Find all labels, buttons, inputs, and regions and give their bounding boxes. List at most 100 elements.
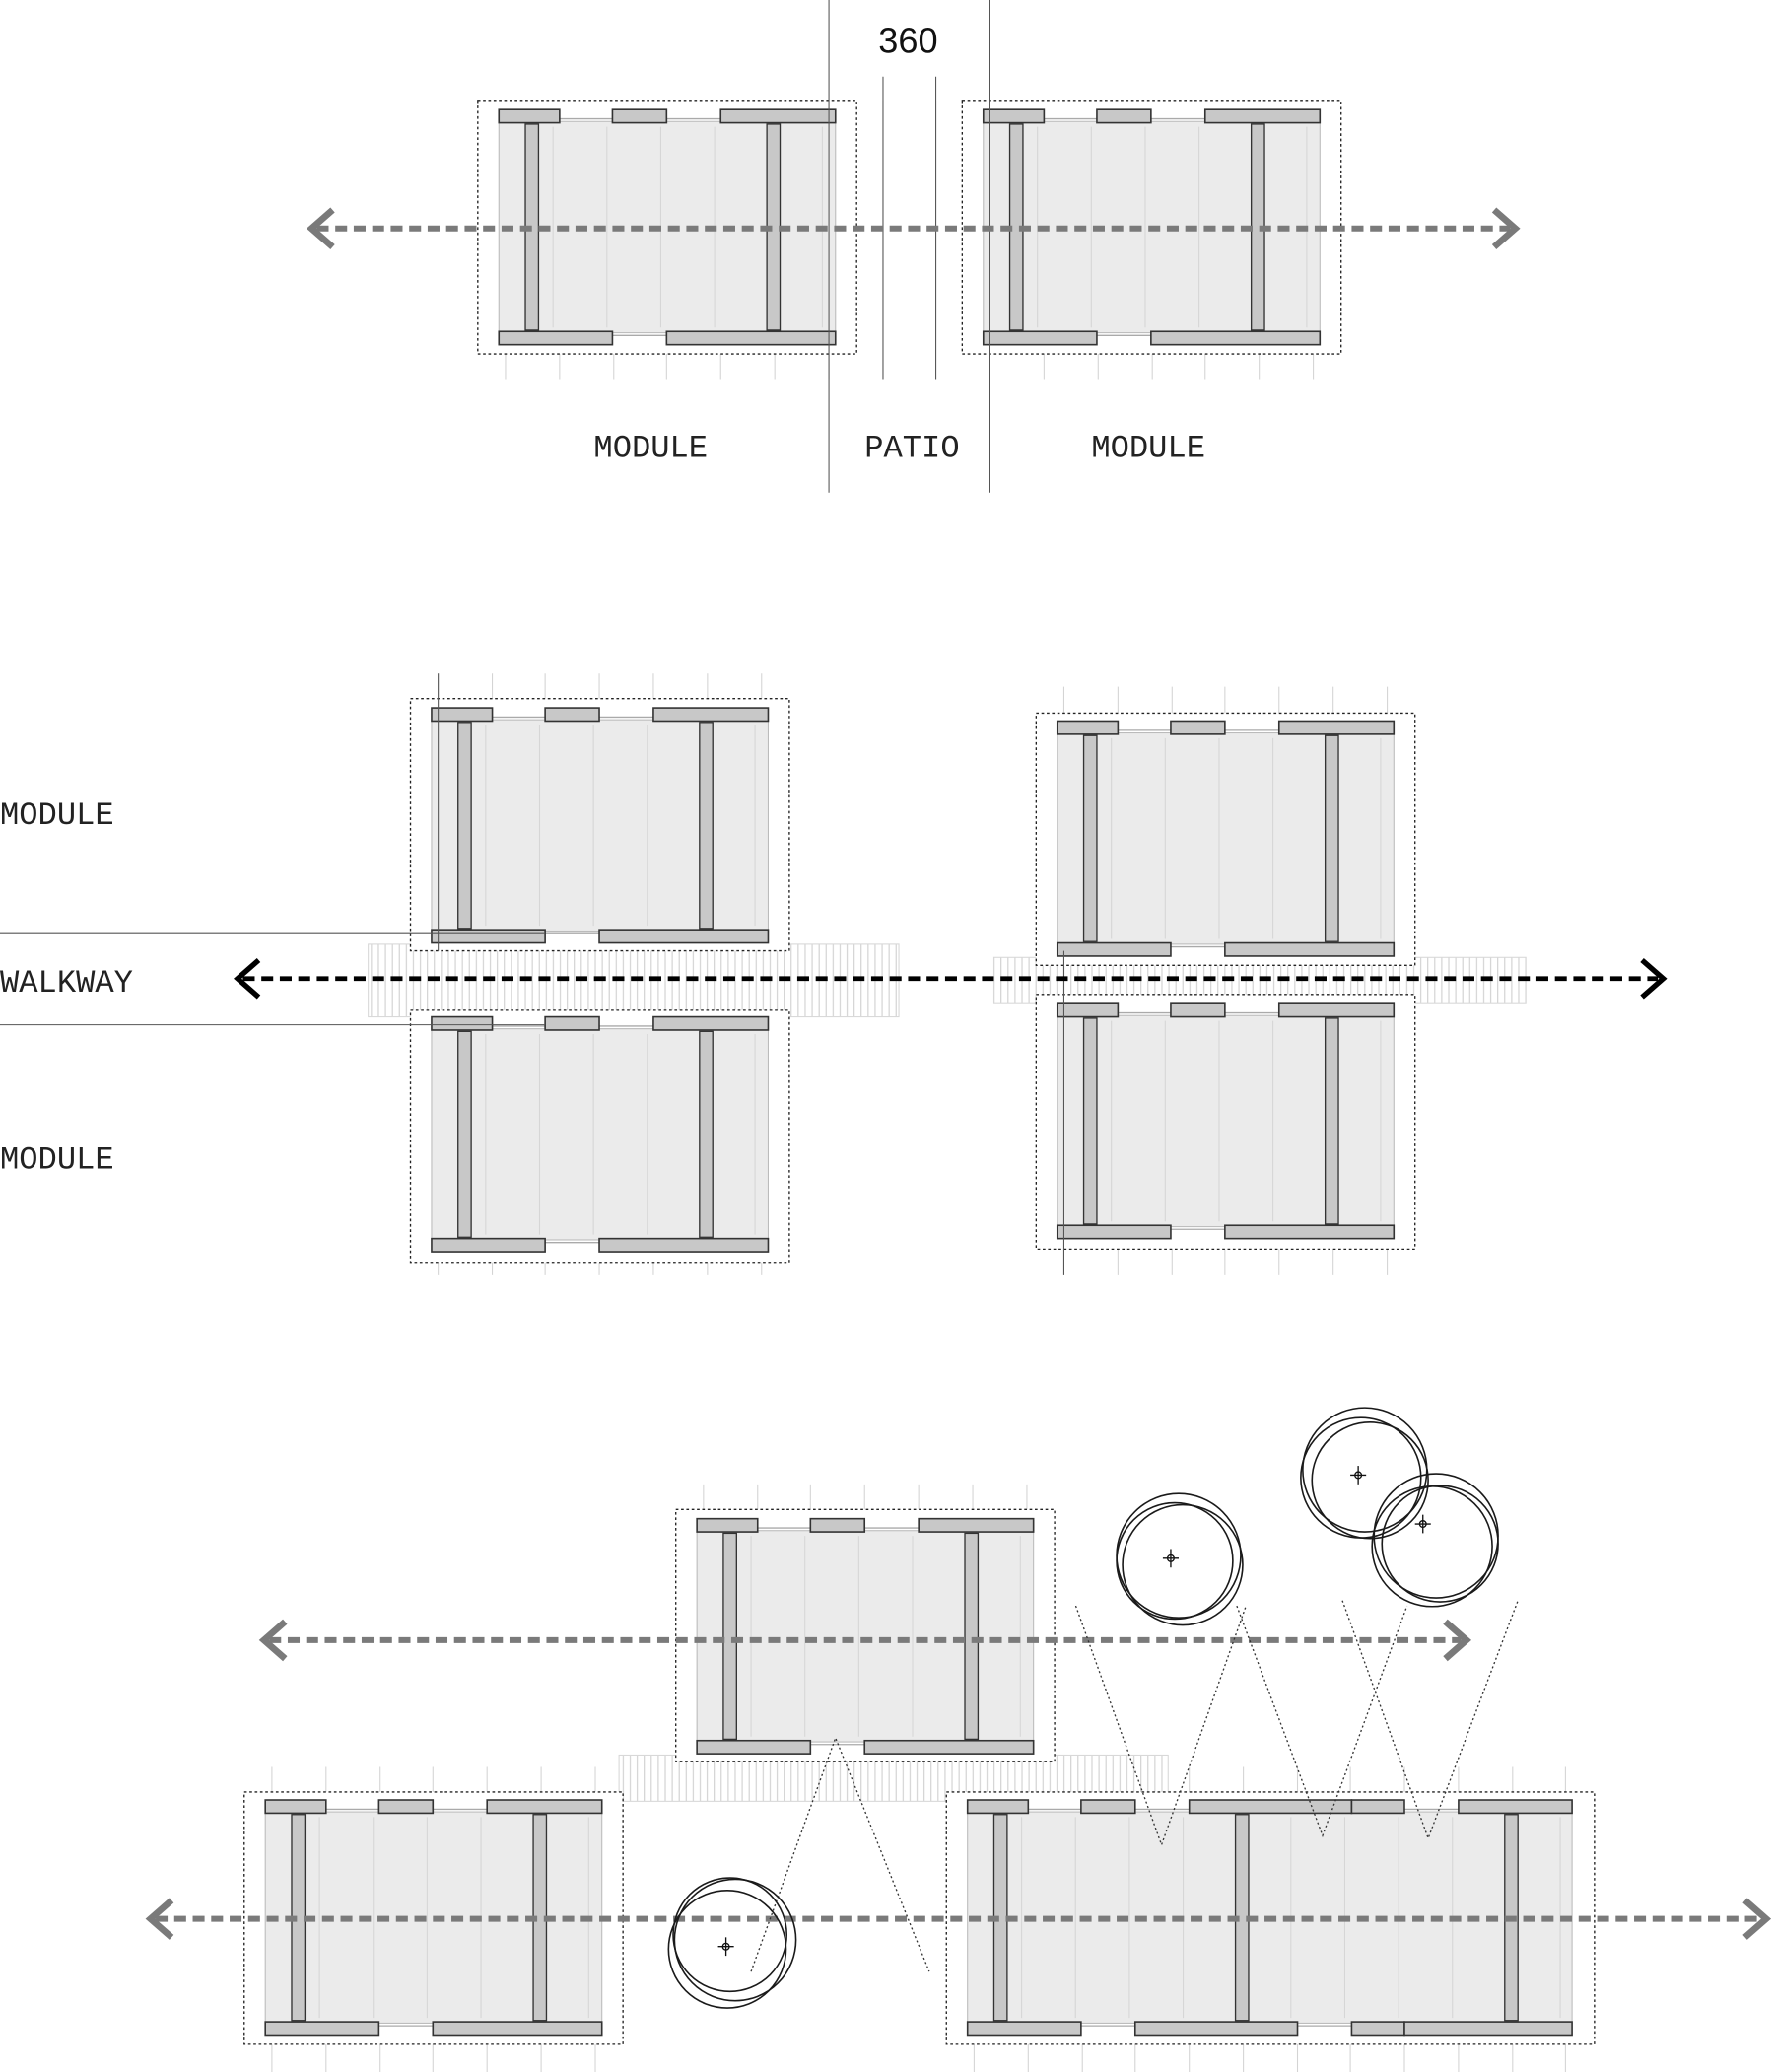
wall-segment <box>665 330 837 346</box>
wall-segment <box>982 330 1098 346</box>
arrow-left-head-icon <box>234 957 261 1000</box>
wall-segment <box>598 1237 770 1253</box>
wall-segment <box>1188 1799 1353 1815</box>
arrow-right-head-icon <box>1742 1898 1772 1940</box>
wall-segment <box>431 1015 494 1031</box>
tree-canopy <box>1311 1421 1429 1540</box>
module-floor <box>431 1028 769 1241</box>
sightline <box>1236 1605 1408 1838</box>
tree-icon <box>1116 1492 1244 1626</box>
wall-segment <box>498 330 614 346</box>
tree-canopy <box>1116 1492 1242 1619</box>
sightline <box>1074 1605 1247 1847</box>
wall-segment <box>1080 1799 1136 1815</box>
wall-segment <box>1277 1002 1396 1018</box>
sightlines <box>750 1600 1519 1972</box>
tree-canopy <box>1122 1503 1244 1626</box>
label-patio: PATIO <box>864 431 959 467</box>
wall-segment <box>1056 941 1172 957</box>
label-module-right: MODULE <box>1091 431 1205 467</box>
wall-segment <box>544 1015 600 1031</box>
tree-icon <box>667 1877 797 2009</box>
structural-column <box>457 1030 472 1238</box>
bidirectional-arrow <box>306 207 1521 250</box>
module <box>409 698 790 952</box>
wall-segment <box>431 707 494 723</box>
wall-segment <box>1056 1224 1172 1240</box>
wall-segment <box>1458 1799 1573 1815</box>
tree-canopy <box>1373 1473 1499 1599</box>
bidirectional-arrow <box>145 1898 1772 1940</box>
tree-canopy <box>1381 1485 1499 1603</box>
arrow-left-head-icon <box>306 207 335 250</box>
wall-segment <box>719 108 837 124</box>
wall-segment <box>1170 720 1226 735</box>
arrow-right-head-icon <box>1443 1619 1472 1662</box>
wall-segment <box>431 1237 546 1253</box>
module <box>409 1009 790 1264</box>
tree-canopy <box>1116 1501 1234 1621</box>
wall-segment <box>1277 720 1396 735</box>
label-module-top: MODULE <box>0 797 114 834</box>
tree-canopy <box>673 1878 797 2002</box>
wall-segment <box>1170 1002 1226 1018</box>
tree-icon <box>1300 1407 1429 1540</box>
wall-segment <box>652 1015 770 1031</box>
circulation-arrows <box>145 207 1772 1940</box>
wall-segment <box>966 1799 1030 1815</box>
wall-segment <box>544 707 600 723</box>
structural-column <box>1324 734 1339 942</box>
wall-segment <box>863 1739 1035 1755</box>
structural-column <box>1082 734 1098 942</box>
tree-trunk-marker-icon <box>1414 1514 1431 1534</box>
structural-column <box>699 722 714 930</box>
wall-segment <box>486 1799 603 1815</box>
tree-trunk-marker-icon <box>1162 1549 1179 1568</box>
arrow-left-head-icon <box>145 1898 174 1940</box>
structural-column <box>1082 1017 1098 1225</box>
wall-segment <box>918 1517 1035 1533</box>
module <box>1035 712 1416 966</box>
structural-column <box>457 722 472 930</box>
structural-column <box>964 1532 980 1741</box>
tree-canopy <box>1371 1485 1493 1608</box>
module <box>1035 994 1416 1251</box>
wall-segment <box>696 1739 812 1755</box>
wall-segment <box>1056 1002 1120 1018</box>
wall-segment <box>264 1799 327 1815</box>
module-floor <box>696 1530 1035 1743</box>
wall-segment <box>432 2021 603 2037</box>
wall-segment <box>1203 108 1322 124</box>
sightline <box>750 1736 930 1972</box>
wall-segment <box>264 2021 380 2037</box>
tree-trunk-marker-icon <box>1350 1466 1367 1485</box>
wall-segment <box>377 1799 435 1815</box>
wall-segment <box>1150 330 1322 346</box>
wall-segment <box>431 929 546 944</box>
sightline <box>1341 1600 1519 1840</box>
label-module-left: MODULE <box>593 431 708 467</box>
wall-segment <box>1224 941 1396 957</box>
arrow-left-head-icon <box>258 1619 288 1662</box>
wall-segment <box>809 1517 866 1533</box>
label-module-bottom: MODULE <box>0 1142 114 1179</box>
wall-segment <box>611 108 668 124</box>
bidirectional-arrow <box>234 957 1668 1000</box>
wall-segment <box>1096 108 1152 124</box>
structural-column <box>699 1030 714 1238</box>
module-floor <box>1057 732 1395 945</box>
tree-trunk-marker-icon <box>717 1937 734 1957</box>
wall-segment <box>966 2021 1082 2037</box>
wall-segment <box>1133 2021 1299 2037</box>
wall-segment <box>598 929 770 944</box>
wall-segment <box>498 108 561 124</box>
arrow-right-head-icon <box>1640 957 1668 1000</box>
wall-segment <box>1350 2021 1405 2037</box>
dimension-label: 360 <box>878 21 937 61</box>
tree-icon <box>1371 1473 1499 1608</box>
tree-canopy <box>672 1877 788 1993</box>
module <box>477 100 857 355</box>
wall-segment <box>1224 1224 1396 1240</box>
wall-segment <box>652 707 770 723</box>
